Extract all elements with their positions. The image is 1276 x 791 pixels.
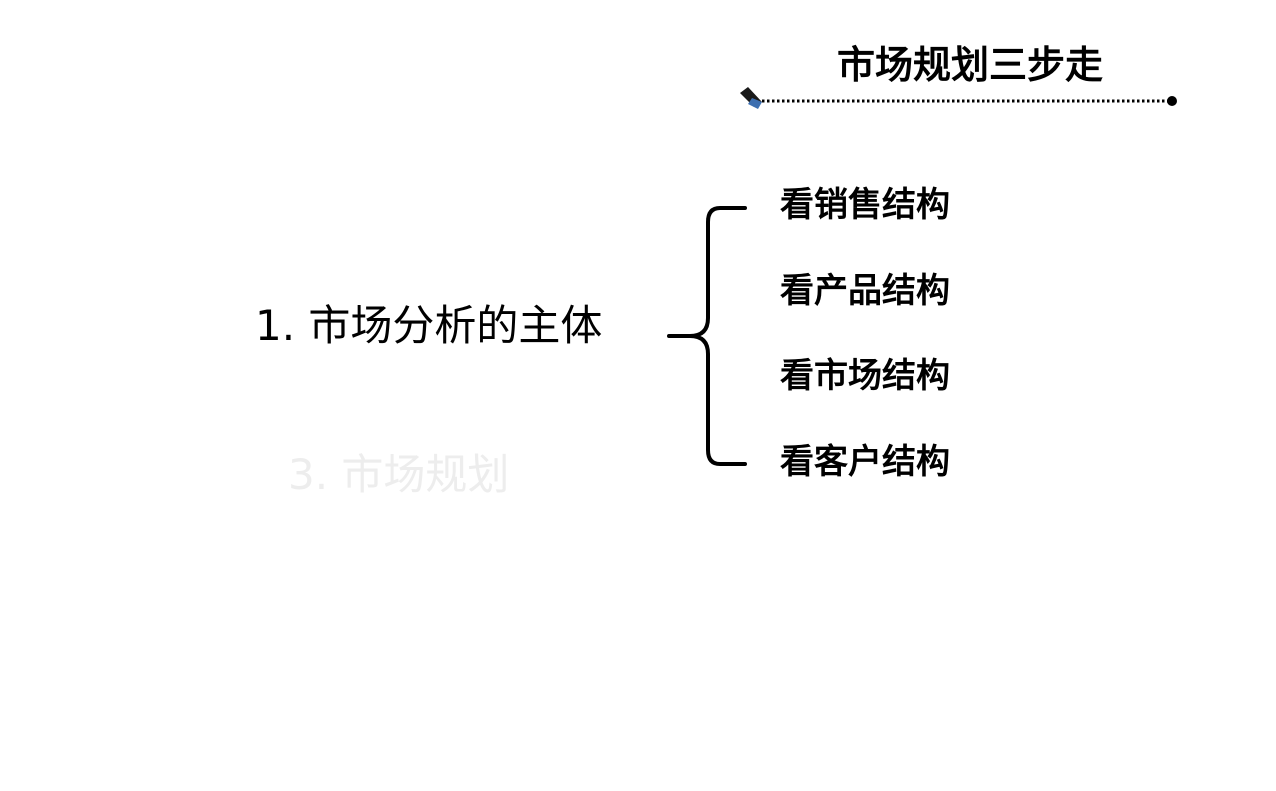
curly-brace [667, 206, 747, 466]
slide-title: 市场规划三步走 [836, 43, 1103, 87]
sub-item-customer-structure: 看客户结构 [780, 441, 950, 482]
faded-topic: 3. 市场规划 [288, 450, 510, 499]
sub-item-list: 看销售结构 看产品结构 看市场结构 看客户结构 [780, 181, 950, 523]
pencil-tip-icon [740, 87, 762, 109]
sub-item-sales-structure: 看销售结构 [780, 185, 950, 225]
main-topic: 1. 市场分析的主体 [255, 301, 603, 350]
sub-item-product-structure: 看产品结构 [780, 270, 950, 311]
sub-item-market-structure: 看市场结构 [780, 356, 950, 396]
title-underline [740, 87, 1177, 109]
dot-icon [1167, 96, 1177, 106]
